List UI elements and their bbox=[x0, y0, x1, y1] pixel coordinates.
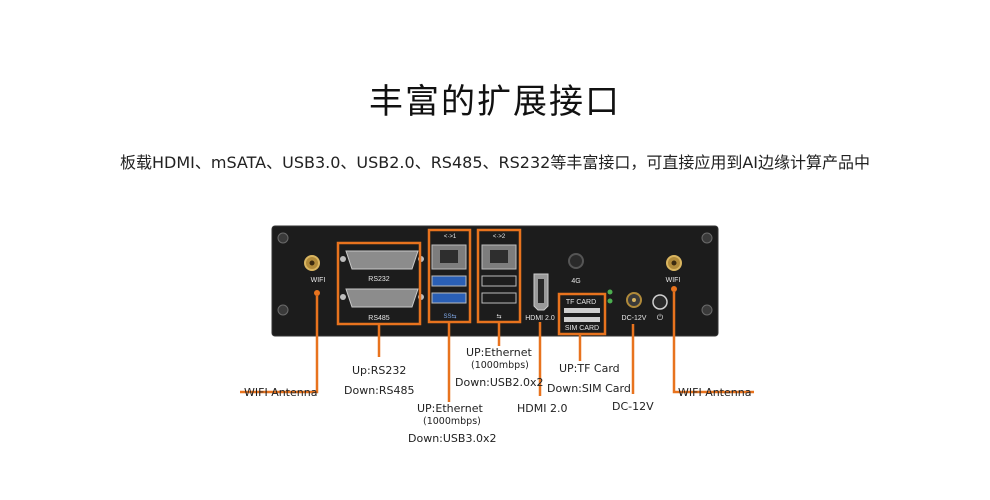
label-wifi-left: WIFI Antenna bbox=[244, 386, 318, 399]
silk-hdmi: HDMI 2.0 bbox=[525, 315, 555, 322]
label-usb3-up: UP:Ethernet bbox=[417, 402, 483, 415]
label-dc: DC-12V bbox=[612, 400, 654, 413]
silk-rs485: RS485 bbox=[368, 315, 390, 322]
silk-lte: 4G bbox=[571, 278, 580, 285]
dc-jack bbox=[626, 292, 642, 308]
power-button bbox=[652, 294, 668, 310]
silk-eth1: <·>1 bbox=[444, 234, 457, 240]
page-title: 丰富的扩展接口 bbox=[369, 82, 621, 122]
wifi-left-connector bbox=[304, 255, 320, 271]
silk-wifi-left: WIFI bbox=[311, 277, 326, 284]
callout-lines bbox=[240, 292, 754, 402]
label-usb2-speed: (1000mbps) bbox=[471, 360, 529, 371]
label-wifi-right: WIFI Antenna bbox=[678, 386, 752, 399]
silk-usb2: ⇆ bbox=[496, 313, 501, 320]
silk-sim: SIM CARD bbox=[565, 325, 599, 332]
silk-power: ⏻ bbox=[657, 313, 664, 322]
usb2-ports bbox=[481, 275, 517, 304]
rs232-port bbox=[340, 250, 424, 270]
lte-antenna-connector bbox=[568, 253, 584, 269]
rs485-port bbox=[340, 288, 424, 308]
silk-rs232: RS232 bbox=[368, 276, 390, 283]
label-serial-up: Up:RS232 bbox=[352, 364, 407, 377]
card-slots bbox=[564, 308, 600, 322]
label-hdmi: HDMI 2.0 bbox=[517, 402, 568, 415]
silk-usb3: SS⇆ bbox=[443, 313, 456, 320]
status-leds bbox=[607, 289, 613, 304]
label-usb3-speed: (1000mbps) bbox=[423, 416, 481, 427]
corner-screws bbox=[277, 232, 713, 316]
label-usb3-down: Down:USB3.0x2 bbox=[408, 432, 497, 445]
silk-eth2: <·>2 bbox=[493, 234, 506, 240]
silk-tf: TF CARD bbox=[566, 299, 596, 306]
label-usb2-up: UP:Ethernet bbox=[466, 346, 532, 359]
usb3-ports bbox=[431, 275, 467, 304]
ethernet-port-1 bbox=[431, 244, 467, 270]
page-subtitle: 板载HDMI、mSATA、USB3.0、USB2.0、RS485、RS232等丰… bbox=[120, 153, 870, 172]
silk-wifi-right: WIFI bbox=[666, 277, 681, 284]
label-serial-down: Down:RS485 bbox=[344, 384, 415, 397]
label-card-up: UP:TF Card bbox=[559, 362, 620, 375]
wifi-right-connector bbox=[666, 255, 682, 271]
label-usb2-down: Down:USB2.0x2 bbox=[455, 376, 544, 389]
hdmi-port bbox=[533, 273, 549, 311]
ethernet-port-2 bbox=[481, 244, 517, 270]
label-card-down: Down:SIM Card bbox=[547, 382, 631, 395]
callout-dots bbox=[314, 286, 677, 296]
silk-dc: DC-12V bbox=[622, 315, 647, 322]
